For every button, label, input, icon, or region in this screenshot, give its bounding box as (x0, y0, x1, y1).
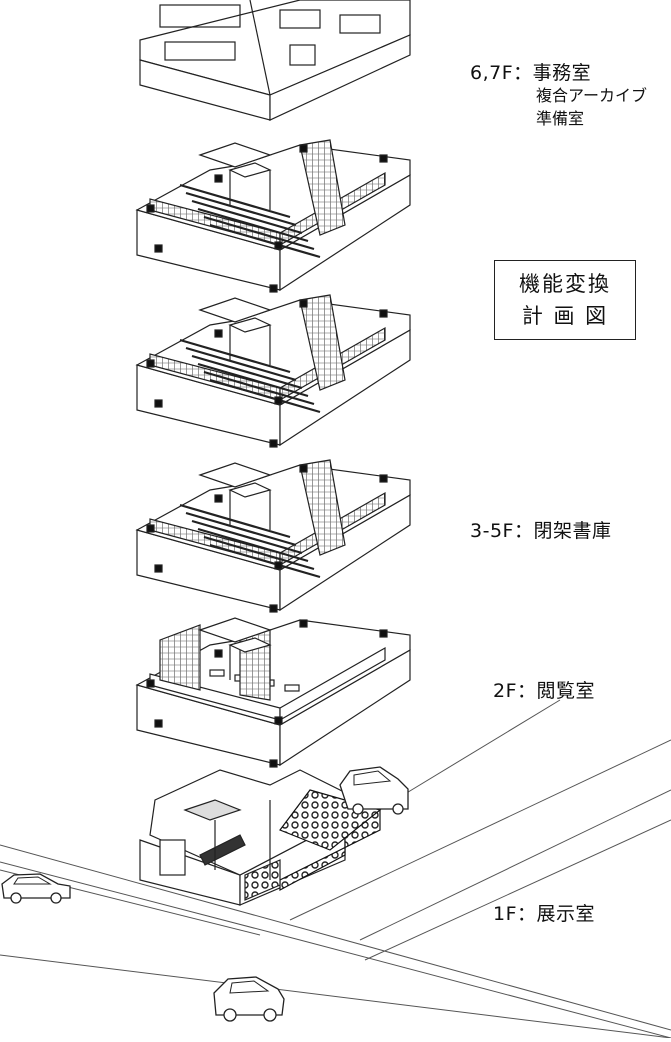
street-lines (0, 699, 671, 1039)
title-line-2: 計 画 図 (521, 304, 609, 328)
floor-3-5-stack-block-lower (135, 459, 411, 613)
floor-label-3-5: 3-5F：閉架書庫 (470, 520, 612, 542)
car-icon (339, 766, 409, 815)
title-line-1: 機能変換 (519, 272, 611, 296)
floor-label-2: 2F：閲覧室 (493, 680, 596, 702)
floor-label-6-7: 6,7F：事務室 (470, 62, 592, 84)
floor-6-7-stack-block (135, 139, 411, 293)
floor-label-1: 1F：展示室 (493, 903, 596, 925)
floor-2-block (135, 617, 411, 768)
floor-sublabel-archive: 複合アーカイブ (536, 86, 648, 105)
car-icon (1, 873, 71, 904)
floor-6-7-block (139, 0, 411, 121)
car-icon (213, 976, 285, 1022)
floor-3-5-stack-block-upper (135, 294, 411, 448)
floor-sublabel-prep-room: 準備室 (536, 109, 585, 128)
title-box: 機能変換 計 画 図 (494, 260, 636, 340)
